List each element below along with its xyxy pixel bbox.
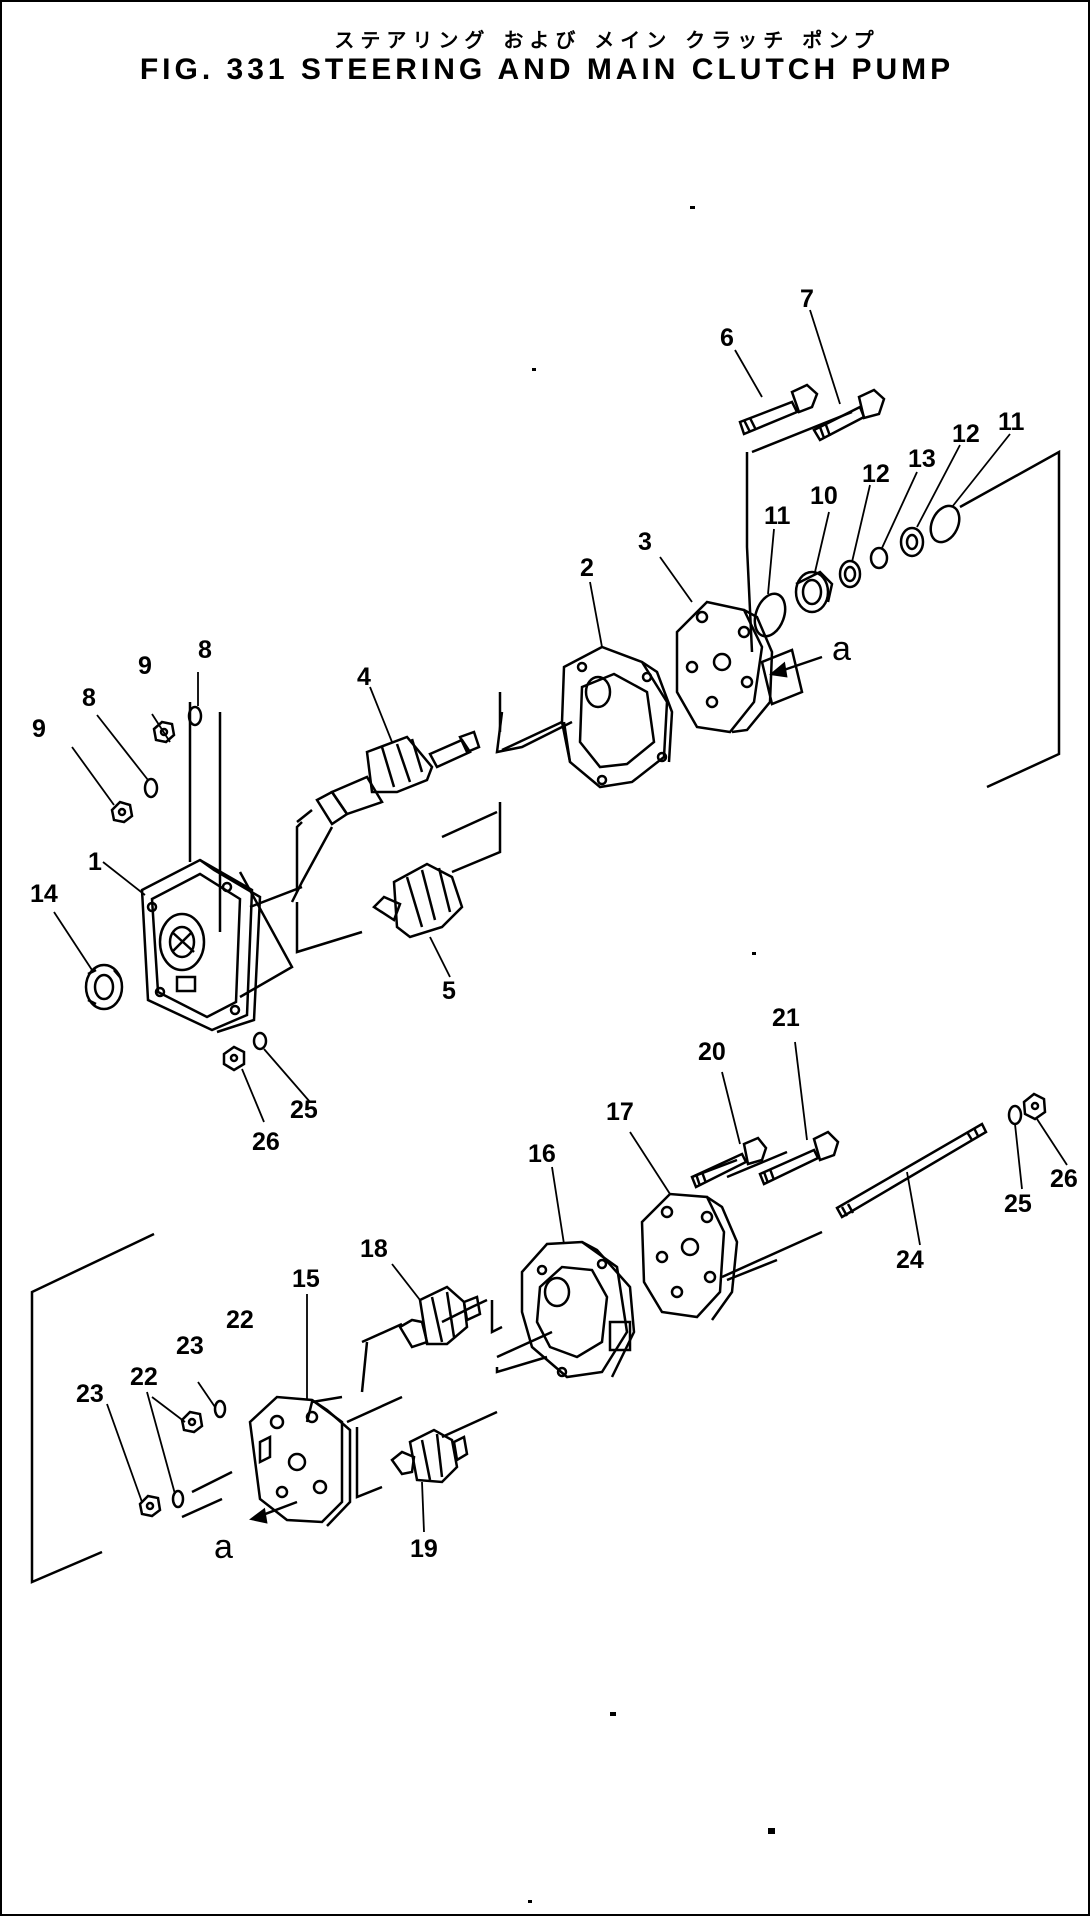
callout-23-right: 23 (176, 1332, 204, 1360)
part-6-bolt (738, 383, 819, 436)
upper-bracket-lines (188, 410, 1061, 999)
callout-7: 7 (800, 285, 814, 313)
part-11-o-ring (753, 592, 787, 638)
part-22-washer-upper (213, 1399, 227, 1419)
callout-15: 15 (292, 1265, 320, 1293)
part-25-washer-upper-assy (252, 1031, 268, 1051)
callout-9-left: 9 (32, 715, 46, 743)
part-12-bearing-b (899, 526, 925, 558)
callout-25-lower: 25 (1004, 1190, 1032, 1218)
callout-20: 20 (698, 1038, 726, 1066)
callout-10: 10 (810, 482, 838, 510)
callout-5: 5 (442, 977, 456, 1005)
callout-22-left: 22 (130, 1363, 158, 1391)
part-26-nut-right (1022, 1092, 1047, 1121)
label-a-top: a (832, 630, 851, 668)
callout-23-left: 23 (76, 1380, 104, 1408)
arrow-a-top (769, 655, 823, 678)
part-5-driven-gear (372, 862, 464, 939)
arrow-a-bottom (249, 1500, 298, 1524)
callout-19: 19 (410, 1535, 438, 1563)
callout-11-right: 11 (998, 408, 1025, 436)
callout-13: 13 (908, 445, 936, 473)
part-4-drive-gear-shaft (315, 730, 481, 826)
scan-specks (528, 206, 775, 1903)
part-17-rear-cover (640, 1192, 739, 1321)
callout-2: 2 (580, 554, 594, 582)
part-21-bolt (758, 1130, 840, 1186)
part-12-bearing-a (838, 559, 862, 589)
part-23-nut-upper (180, 1410, 204, 1434)
part-9-nut-lower (110, 800, 134, 824)
leader-lines (53, 309, 1068, 1533)
part-8-washer-lower (143, 777, 159, 799)
callout-26-upper: 26 (252, 1128, 280, 1156)
callout-3: 3 (638, 528, 652, 556)
title-japanese: ステアリング および メイン クラッチ ポンプ (334, 28, 880, 52)
callout-12-right: 12 (952, 420, 980, 448)
callout-12-left: 12 (862, 460, 890, 488)
callout-4: 4 (357, 663, 371, 691)
part-16-pump-body (520, 1240, 636, 1379)
part-9-nut-upper (152, 720, 176, 744)
part-22-washer-lower (171, 1489, 185, 1509)
callout-18: 18 (360, 1235, 388, 1263)
callout-16: 16 (528, 1140, 556, 1168)
part-13-spacer (869, 546, 889, 570)
part-15-front-cover (248, 1395, 352, 1527)
part-18-gear (398, 1285, 482, 1349)
part-14-seal (84, 963, 124, 1011)
label-a-bottom: a (214, 1528, 233, 1566)
part-23-nut-lower (138, 1494, 162, 1518)
part-11-o-ring-b (929, 504, 961, 544)
callout-6: 6 (720, 324, 734, 352)
part-2-pump-body (560, 645, 674, 789)
part-20-bolt (690, 1136, 768, 1189)
callout-1: 1 (88, 848, 102, 876)
callout-14: 14 (30, 880, 58, 908)
callout-21: 21 (772, 1004, 800, 1032)
callout-11-left: 11 (764, 502, 791, 530)
callout-24: 24 (896, 1246, 924, 1274)
part-24-stud-bolt (835, 1122, 988, 1219)
lower-bracket-lines (30, 1150, 823, 1584)
callout-26-lower: 26 (1050, 1165, 1078, 1193)
part-8-washer-upper (187, 705, 203, 727)
callout-8-left: 8 (82, 684, 96, 712)
part-25-washer-right (1007, 1104, 1023, 1126)
callout-25-upper: 25 (290, 1096, 318, 1124)
part-1-front-cover (140, 858, 262, 1034)
part-19-gear (390, 1428, 469, 1484)
callout-22-right: 22 (226, 1306, 254, 1334)
figure-title: FIG. 331 STEERING AND MAIN CLUTCH PUMP (139, 53, 955, 86)
callout-17: 17 (606, 1098, 634, 1126)
part-10-ring (794, 570, 834, 614)
part-26-nut-upper-assy (222, 1045, 246, 1072)
figure-header: ステアリング および メイン クラッチ ポンプ FIG. 331 STEERIN… (2, 24, 1090, 87)
part-7-bolt (812, 388, 886, 442)
callout-9-right: 9 (138, 652, 152, 680)
callout-8-right: 8 (198, 636, 212, 664)
